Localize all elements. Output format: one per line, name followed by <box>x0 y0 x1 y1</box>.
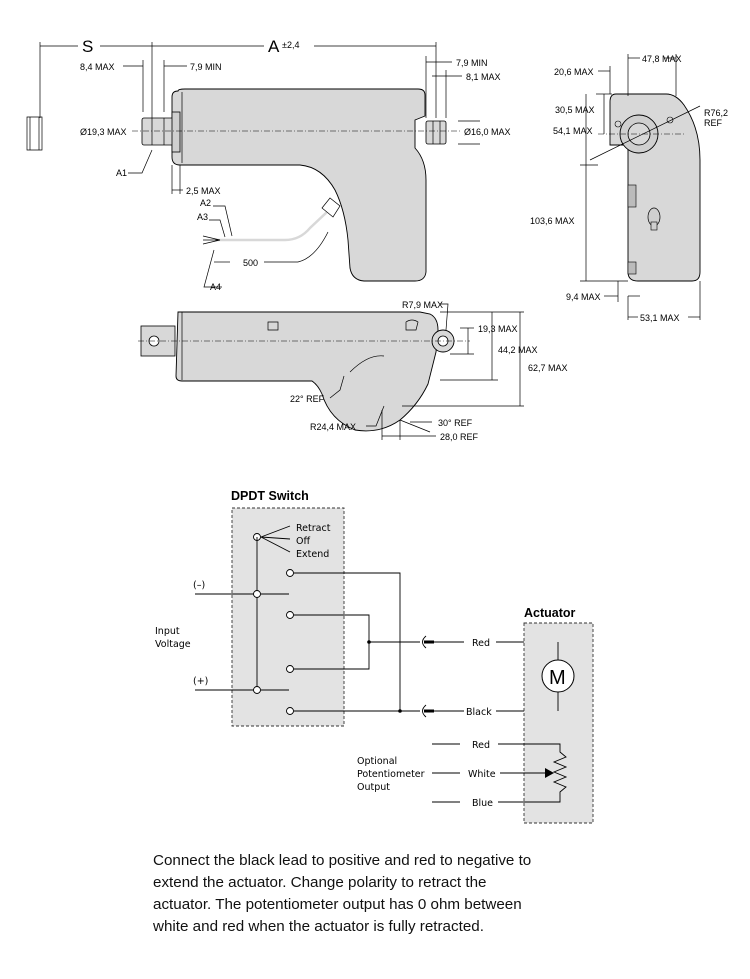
dim-62-7-max: 62,7 MAX <box>528 363 568 373</box>
end-view-housing <box>609 93 701 282</box>
dim-dia-16-0-max: Ø16,0 MAX <box>464 127 511 137</box>
dim-2-5-max: 2,5 MAX <box>186 186 221 196</box>
dim-103-6-max: 103,6 MAX <box>530 216 575 226</box>
description-line-4: white and red when the actuator is fully… <box>153 918 484 935</box>
side-view: S A ±2,4 8,4 MAX 7,9 MIN Ø19,3 MAX Ø16,0… <box>26 36 511 292</box>
label-input: Input <box>155 626 180 637</box>
dim-53-1-max: 53,1 MAX <box>640 313 680 323</box>
dim-54-1-max: 54,1 MAX <box>553 126 593 136</box>
dim-8-1-max: 8,1 MAX <box>466 72 501 82</box>
dim-47-8-max: 47,8 MAX <box>642 54 682 64</box>
label-a-tolerance: ±2,4 <box>282 40 299 50</box>
dim-8-4-max: 8,4 MAX <box>80 62 115 72</box>
dim-r7-9-max: R7,9 MAX <box>402 300 443 310</box>
dim-44-2-max: 44,2 MAX <box>498 345 538 355</box>
dim-19-3-max-top: 19,3 MAX <box>478 324 518 334</box>
label-optional: Optional <box>357 756 397 767</box>
label-red-pot: Red <box>472 740 490 751</box>
dim-30-5-max: 30,5 MAX <box>555 105 595 115</box>
wiring-schematic: DPDT Switch Retract Off Extend (–) (+) I… <box>155 489 594 824</box>
dim-30-ref: 30° REF <box>438 418 473 428</box>
description-line-2: extend the actuator. Change polarity to … <box>153 874 487 891</box>
label-a: A <box>268 37 280 56</box>
dim-r76-2: R76,2 <box>704 108 728 118</box>
dim-r24-4-max: R24,4 MAX <box>310 422 356 432</box>
rear-clevis <box>425 120 447 145</box>
actuator-housing <box>171 88 427 282</box>
dim-500: 500 <box>243 258 258 268</box>
actuator-title: Actuator <box>524 606 576 620</box>
description-text: Connect the black lead to positive and r… <box>153 850 593 938</box>
dim-7-9-min-left: 7,9 MIN <box>190 62 222 72</box>
label-minus: (–) <box>193 580 205 591</box>
label-voltage: Voltage <box>155 639 191 650</box>
label-black-motor: Black <box>466 707 492 718</box>
label-plus: (+) <box>193 676 208 687</box>
dim-ref-r76: REF <box>704 118 723 128</box>
actuator-box <box>523 622 594 824</box>
dpdt-switch-title: DPDT Switch <box>231 489 309 503</box>
label-a3: A3 <box>197 212 208 222</box>
label-off: Off <box>296 536 310 547</box>
description-line-3: actuator. The potentiometer output has 0… <box>153 896 522 913</box>
dim-22-ref: 22° REF <box>290 394 325 404</box>
label-blue-pot: Blue <box>472 798 493 809</box>
motor-symbol: M <box>549 667 566 689</box>
clevis-outline <box>26 116 43 151</box>
label-extend: Extend <box>296 549 329 560</box>
dim-9-4-max: 9,4 MAX <box>566 292 601 302</box>
dim-dia-19-3-max: Ø19,3 MAX <box>80 127 127 137</box>
label-potentiometer: Potentiometer <box>357 769 425 780</box>
description-line-1: Connect the black lead to positive and r… <box>153 852 532 869</box>
dim-20-6-max: 20,6 MAX <box>554 67 594 77</box>
label-output: Output <box>357 782 390 793</box>
label-s: S <box>82 37 93 56</box>
top-view-housing <box>175 311 439 432</box>
end-view: 20,6 MAX 47,8 MAX 30,5 MAX 54,1 MAX R76,… <box>530 54 728 323</box>
top-view: R7,9 MAX 19,3 MAX 44,2 MAX 62,7 MAX 22° … <box>138 300 568 442</box>
label-a2: A2 <box>200 198 211 208</box>
label-retract: Retract <box>296 523 331 534</box>
label-a1: A1 <box>116 168 127 178</box>
dim-7-9-min-right: 7,9 MIN <box>456 58 488 68</box>
label-white-pot: White <box>468 769 496 780</box>
label-red-motor: Red <box>472 638 490 649</box>
dim-28-0-ref: 28,0 REF <box>440 432 479 442</box>
